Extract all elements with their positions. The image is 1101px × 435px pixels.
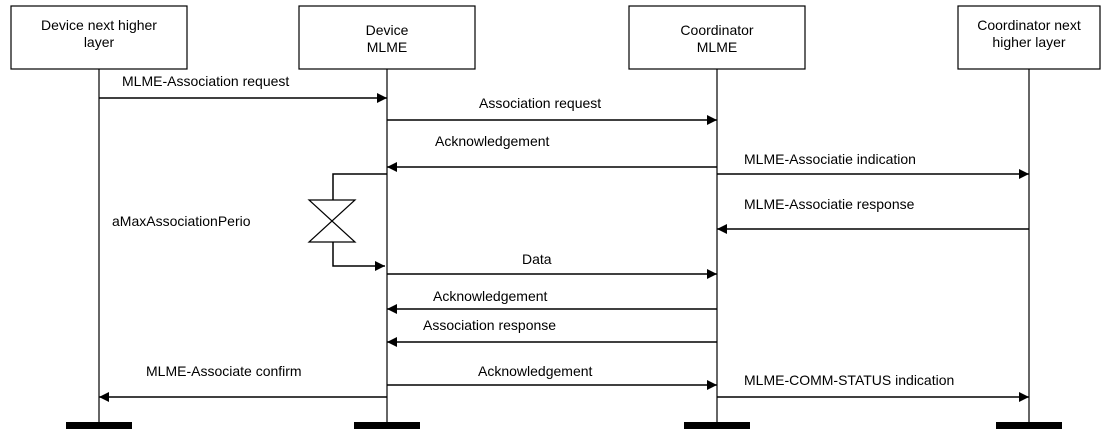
message-label: Acknowledgement	[435, 133, 550, 149]
message: Association request	[387, 95, 717, 125]
message-label: Data	[522, 251, 552, 267]
message-label: MLME-COMM-STATUS indication	[744, 372, 954, 388]
message: Association response	[387, 317, 717, 347]
message: MLME-COMM-STATUS indication	[717, 372, 1029, 402]
lifeline-label: Device next higher	[41, 17, 157, 33]
message-label: Acknowledgement	[478, 363, 593, 379]
timer-bracket	[332, 173, 387, 200]
hourglass-icon	[307, 199, 357, 243]
message-label: Association request	[479, 95, 601, 111]
message-label: Acknowledgement	[433, 288, 548, 304]
lifeline-label: MLME	[697, 39, 737, 55]
message: MLME-Association request	[99, 73, 387, 103]
message: Acknowledgement	[387, 288, 717, 314]
message: Data	[387, 251, 717, 279]
lifeline-base	[66, 422, 132, 429]
lifeline-base	[354, 422, 420, 429]
message: MLME-Associate confirm	[99, 363, 387, 402]
lifeline-label: higher layer	[992, 34, 1065, 50]
timer-bracket-lower	[332, 242, 385, 271]
lifeline-label: Coordinator	[680, 22, 753, 38]
timer-label: aMaxAssociationPerio	[112, 213, 251, 229]
lifeline-label: layer	[84, 34, 115, 50]
message: MLME-Associatie response	[717, 196, 1029, 234]
message-label: MLME-Associate confirm	[146, 363, 302, 379]
message: Acknowledgement	[387, 133, 717, 172]
lifeline-box	[628, 5, 806, 70]
message: MLME-Associatie indication	[717, 151, 1029, 179]
message-label: Association response	[423, 317, 556, 333]
message-label: MLME-Associatie indication	[744, 151, 916, 167]
lifeline-label: Device	[366, 22, 409, 38]
lifeline-base	[684, 422, 750, 429]
lifeline-label: MLME	[367, 39, 407, 55]
lifeline-base	[996, 422, 1062, 429]
lifeline-label: Coordinator next	[977, 17, 1081, 33]
message-label: MLME-Association request	[122, 73, 289, 89]
lifeline-box	[298, 5, 476, 70]
lifeline-box	[957, 5, 1101, 70]
message: Acknowledgement	[387, 363, 717, 390]
message-label: MLME-Associatie response	[744, 196, 915, 212]
lifeline-box	[10, 5, 188, 70]
